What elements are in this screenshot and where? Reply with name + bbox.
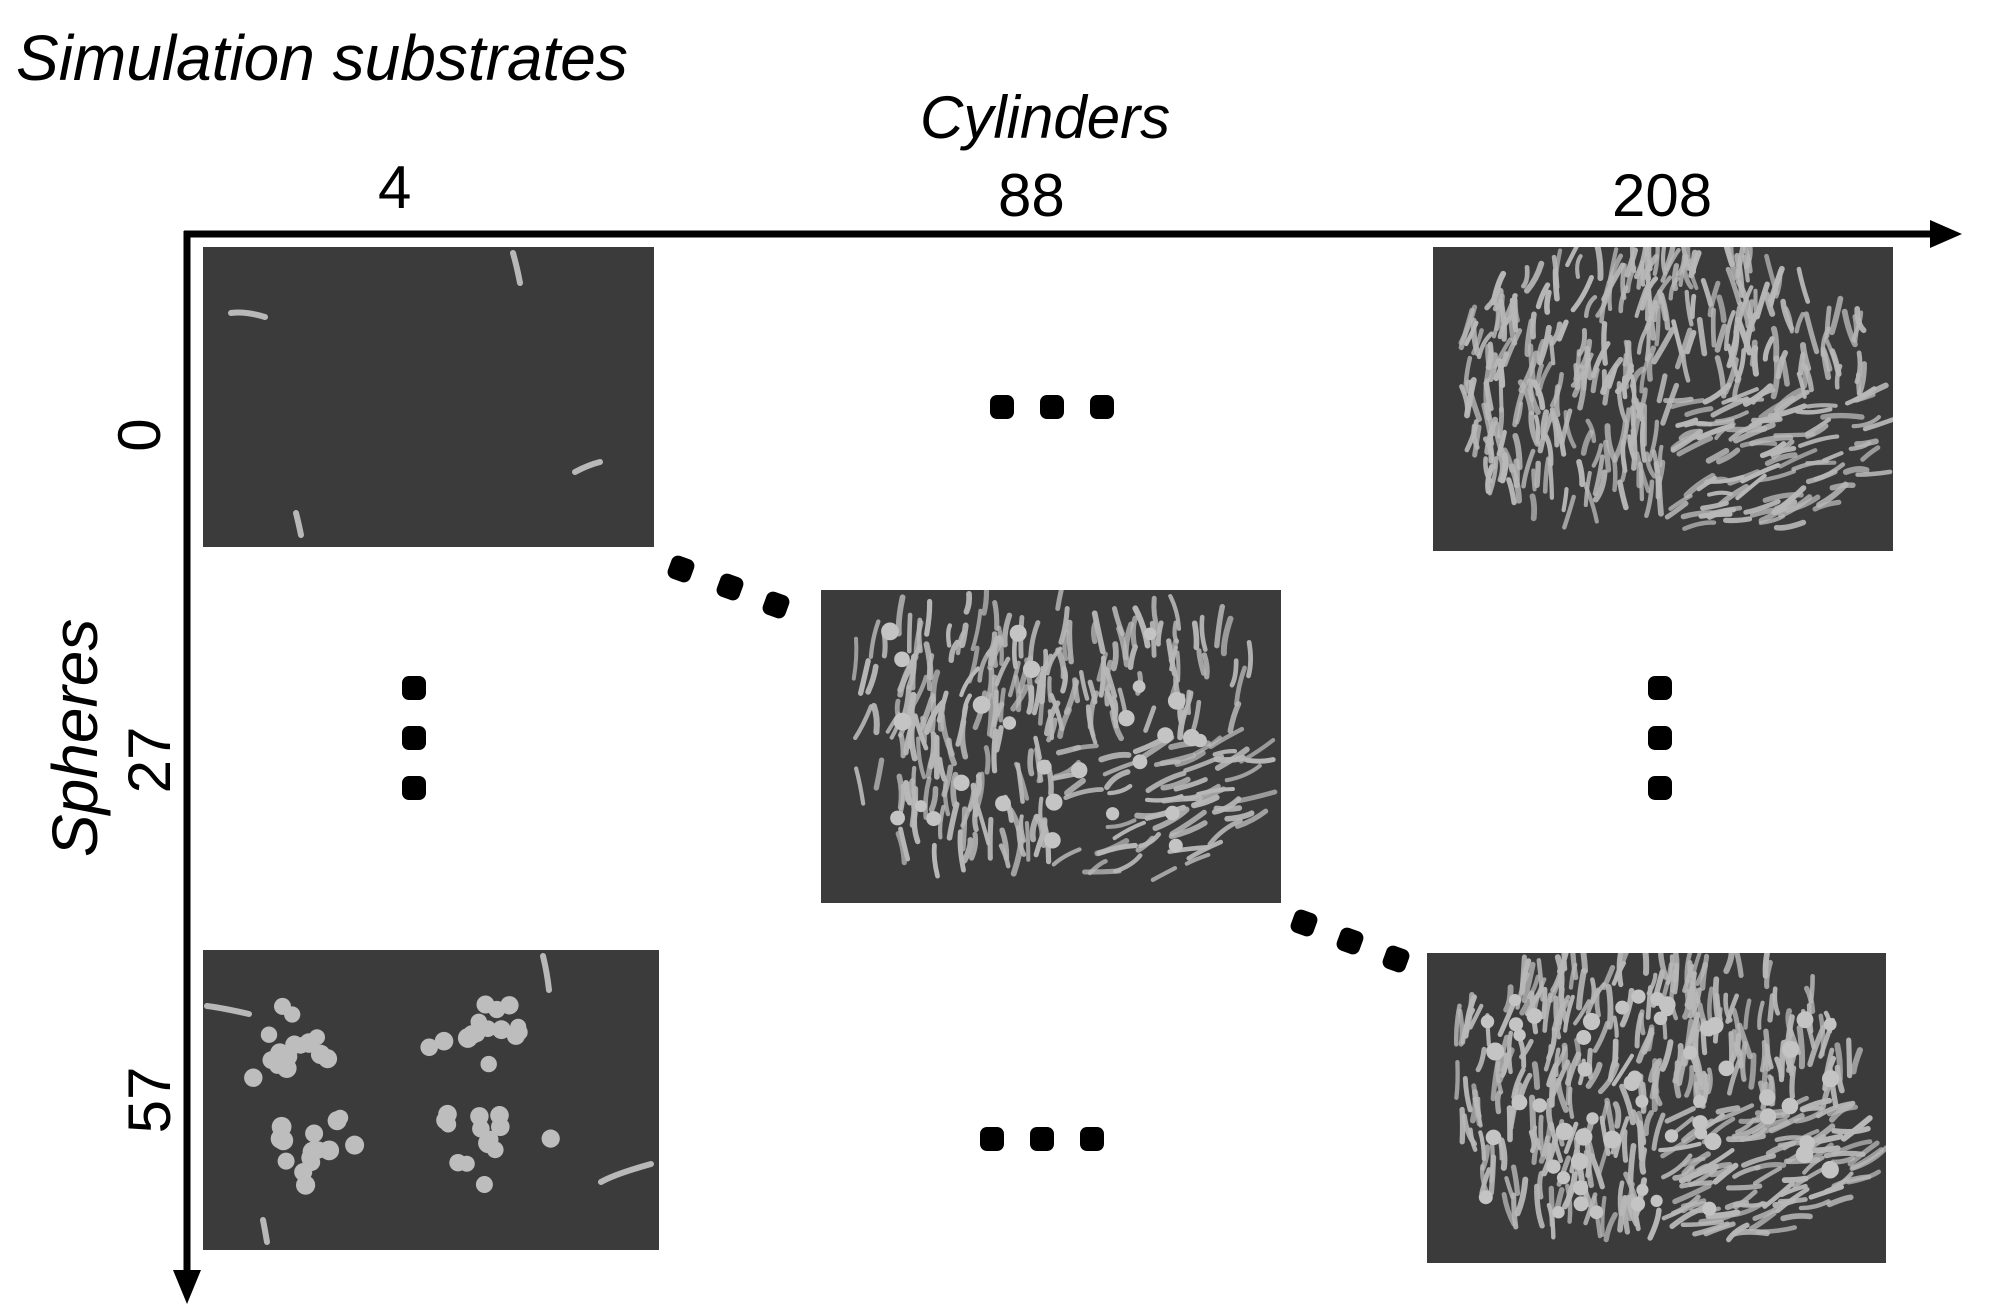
ellipsis-top-middle xyxy=(990,395,1114,419)
x-axis-arrowhead xyxy=(1930,220,1962,248)
x-tick-208: 208 xyxy=(1612,162,1713,229)
panel-4-cylinders-57-spheres xyxy=(203,950,659,1250)
ellipsis-middle-right xyxy=(1648,676,1672,800)
render-image xyxy=(1458,247,1893,531)
panel-208-cylinders-57-spheres xyxy=(1427,953,1886,1263)
ellipsis-middle-left xyxy=(402,676,426,800)
render-image xyxy=(1453,953,1886,1243)
render-image xyxy=(851,590,1278,882)
ellipsis-diagonal-lower xyxy=(1290,909,1410,973)
render-image xyxy=(204,953,654,1245)
figure-title: Simulation substrates xyxy=(16,22,628,94)
panel-4-cylinders-0-spheres xyxy=(203,247,654,547)
render-image xyxy=(228,250,603,538)
x-tick-4: 4 xyxy=(378,154,412,221)
x-axis-label: Cylinders xyxy=(920,84,1171,151)
ellipsis-diagonal-upper xyxy=(667,555,790,619)
x-tick-88: 88 xyxy=(998,162,1065,229)
ellipsis-bottom-middle xyxy=(980,1127,1104,1151)
y-axis-arrowhead xyxy=(173,1270,201,1304)
panel-208-cylinders-0-spheres xyxy=(1433,247,1893,551)
panel-88-cylinders-27-spheres xyxy=(821,590,1281,903)
